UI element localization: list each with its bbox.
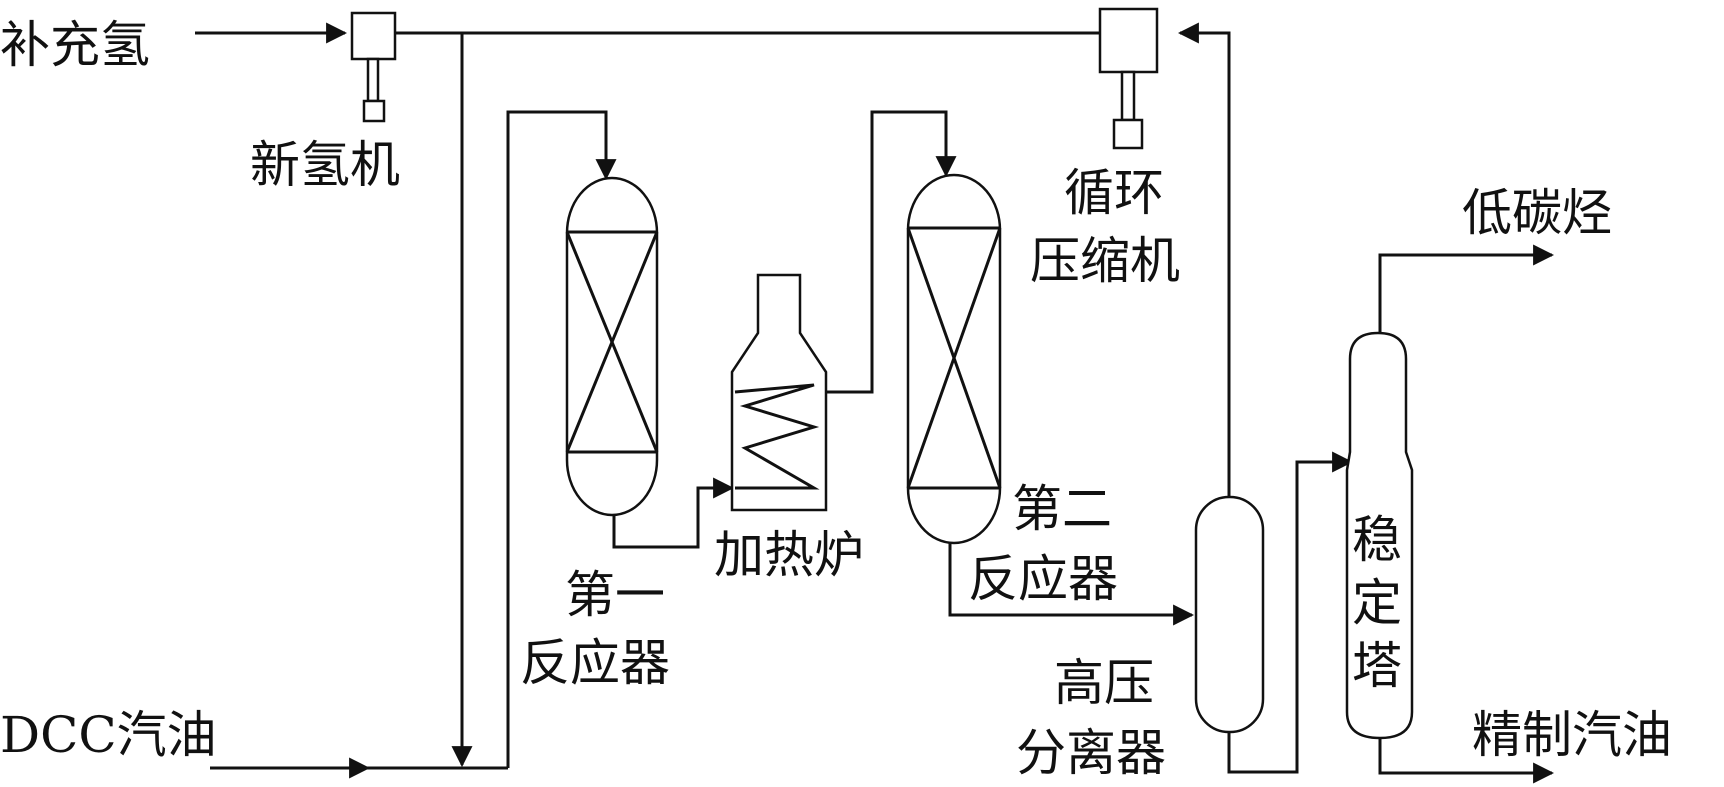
heating-furnace (730, 273, 828, 512)
makeup-hydrogen-label: 补充氢 (0, 16, 150, 74)
light-hydrocarbon-line (1378, 244, 1555, 335)
separator-to-stabilizer-line (1227, 451, 1354, 774)
recycle-gas-line (1177, 22, 1231, 497)
refined-gasoline-line (1378, 737, 1555, 784)
recycle-compressor-label-2: 压缩机 (1030, 232, 1180, 290)
high-pressure-separator (1194, 495, 1265, 734)
recycle-compressor (1098, 7, 1159, 150)
hp-separator-label-2: 分离器 (1016, 724, 1166, 782)
second-reactor-label-2: 反应器 (968, 550, 1118, 608)
first-reactor (565, 176, 659, 517)
second-reactor (906, 173, 1002, 545)
new-hydrogen-compressor-label: 新氢机 (250, 136, 400, 194)
new-hydrogen-compressor (350, 11, 397, 123)
stabilizer-label-2: 定 (1352, 574, 1402, 632)
dcc-gasoline-label: DCC汽油 (0, 706, 217, 764)
light-hydrocarbons-label: 低碳烃 (1462, 184, 1612, 242)
reactor1-to-furnace-line (612, 477, 735, 549)
first-reactor-label-1: 第一 (565, 566, 665, 624)
first-reactor-label-2: 反应器 (520, 634, 670, 692)
furnace-to-reactor2-line (820, 110, 957, 394)
hp-separator-label-1: 高压 (1054, 654, 1154, 712)
feed-to-reactor1-line (506, 110, 617, 768)
stabilizer-label-3: 塔 (1352, 637, 1402, 695)
second-reactor-label-1: 第二 (1012, 480, 1112, 538)
stabilizer-label-1: 稳 (1352, 511, 1402, 569)
recycle-compressor-label-1: 循环 (1064, 164, 1164, 222)
reactor2-to-separator-line (948, 542, 1195, 626)
furnace-label: 加热炉 (714, 526, 864, 584)
refined-gasoline-label: 精制汽油 (1472, 706, 1672, 764)
stabilizer-column (1345, 331, 1414, 740)
